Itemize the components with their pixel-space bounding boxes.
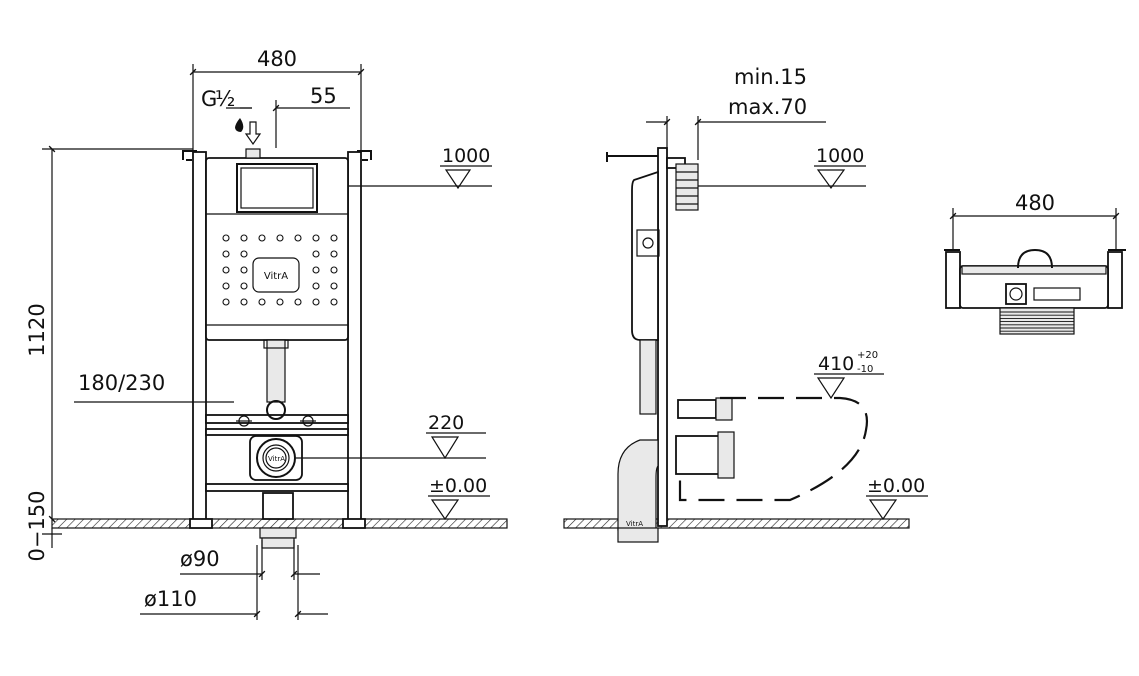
top-handle	[1017, 248, 1053, 269]
top-view: 480	[944, 191, 1126, 335]
dim-thread-fraction: ½	[215, 87, 235, 111]
side-flush-mount	[675, 163, 699, 211]
side-floor	[563, 518, 910, 529]
dim-bowl-tol-plus: +20	[857, 350, 878, 361]
side-tag: VitrA	[626, 520, 643, 528]
flush-pipe	[266, 339, 286, 403]
dim-bowl-tol-minus: -10	[857, 364, 873, 375]
cistern-dot	[312, 298, 320, 306]
cistern-dot	[330, 266, 338, 274]
side-water-connector	[677, 399, 717, 419]
cistern-dot	[276, 234, 284, 242]
side-upright	[657, 147, 668, 527]
cistern-dot	[258, 298, 266, 306]
dim-pipe-spacing: 180/230	[78, 371, 165, 395]
front-cistern	[205, 157, 349, 341]
dim-outlet-outer: ø110	[144, 587, 197, 611]
cistern-dot-grid	[222, 234, 338, 306]
cistern-dot	[312, 282, 320, 290]
dim-frame-height: 1120	[25, 303, 49, 356]
inlet-arrow-icon	[244, 121, 262, 146]
side-elbow-pipe	[617, 439, 659, 531]
side-drain-connector	[675, 435, 721, 475]
cistern-dot	[330, 234, 338, 242]
cistern-dot	[240, 282, 248, 290]
dim-top-width: 480	[1015, 191, 1055, 215]
front-left-foot	[189, 518, 213, 529]
front-right-foot	[342, 518, 366, 529]
dim-level-zero-front: ±0.00	[429, 475, 487, 497]
dim-floor-range: 0−150	[25, 490, 49, 561]
dim-thread-prefix: G	[201, 87, 217, 111]
cistern-dot	[222, 266, 230, 274]
cistern-dot	[330, 250, 338, 258]
cistern-dot	[258, 234, 266, 242]
cistern-dot	[240, 266, 248, 274]
cistern-dot	[240, 234, 248, 242]
dim-drain-height: 220	[428, 412, 464, 434]
cistern-dot	[222, 250, 230, 258]
front-view: VitrA VitrA 480 G ½	[25, 47, 508, 620]
cistern-dot	[294, 234, 302, 242]
svg-text:VitrA: VitrA	[268, 455, 285, 463]
cistern-dot	[330, 298, 338, 306]
dim-bowl-height: 410	[818, 353, 854, 375]
side-view: VitrA min.15 max.70 1000 410 +20 -10 ±0.…	[563, 65, 928, 543]
pipe-port-center	[266, 400, 286, 420]
dim-front-width: 480	[257, 47, 297, 71]
outlet-pipe	[262, 492, 294, 520]
front-right-upright	[347, 151, 362, 523]
top-left-bracket	[945, 251, 961, 309]
dim-inlet-offset: 55	[310, 84, 337, 108]
cistern-dot	[294, 298, 302, 306]
cistern-dot	[312, 266, 320, 274]
cistern-dot	[330, 282, 338, 290]
flush-plate-frame	[236, 163, 318, 213]
cistern-dot	[222, 298, 230, 306]
cistern-dot	[222, 234, 230, 242]
dim-outlet-inner: ø90	[180, 547, 220, 571]
front-left-upright	[192, 151, 207, 523]
front-left-hook	[182, 150, 197, 161]
top-slats	[1000, 311, 1074, 332]
dim-level-zero-side: ±0.00	[867, 475, 925, 497]
cistern-dot	[240, 250, 248, 258]
dim-wall-min: min.15	[734, 65, 807, 89]
cistern-dot	[222, 282, 230, 290]
cistern-dot	[240, 298, 248, 306]
dim-wall-max: max.70	[728, 95, 807, 119]
water-drop-icon	[235, 118, 244, 132]
front-right-hook	[357, 150, 372, 161]
inlet-valve	[245, 148, 261, 159]
front-floor	[51, 518, 508, 529]
front-logo: VitrA	[264, 271, 288, 282]
bowl-outline	[678, 396, 869, 502]
dim-level-1000-side: 1000	[816, 145, 864, 167]
cistern-dot	[312, 234, 320, 242]
top-right-bracket	[1107, 251, 1123, 309]
cistern-dot	[276, 298, 284, 306]
dim-level-1000-front: 1000	[442, 145, 490, 167]
cistern-dot	[312, 250, 320, 258]
